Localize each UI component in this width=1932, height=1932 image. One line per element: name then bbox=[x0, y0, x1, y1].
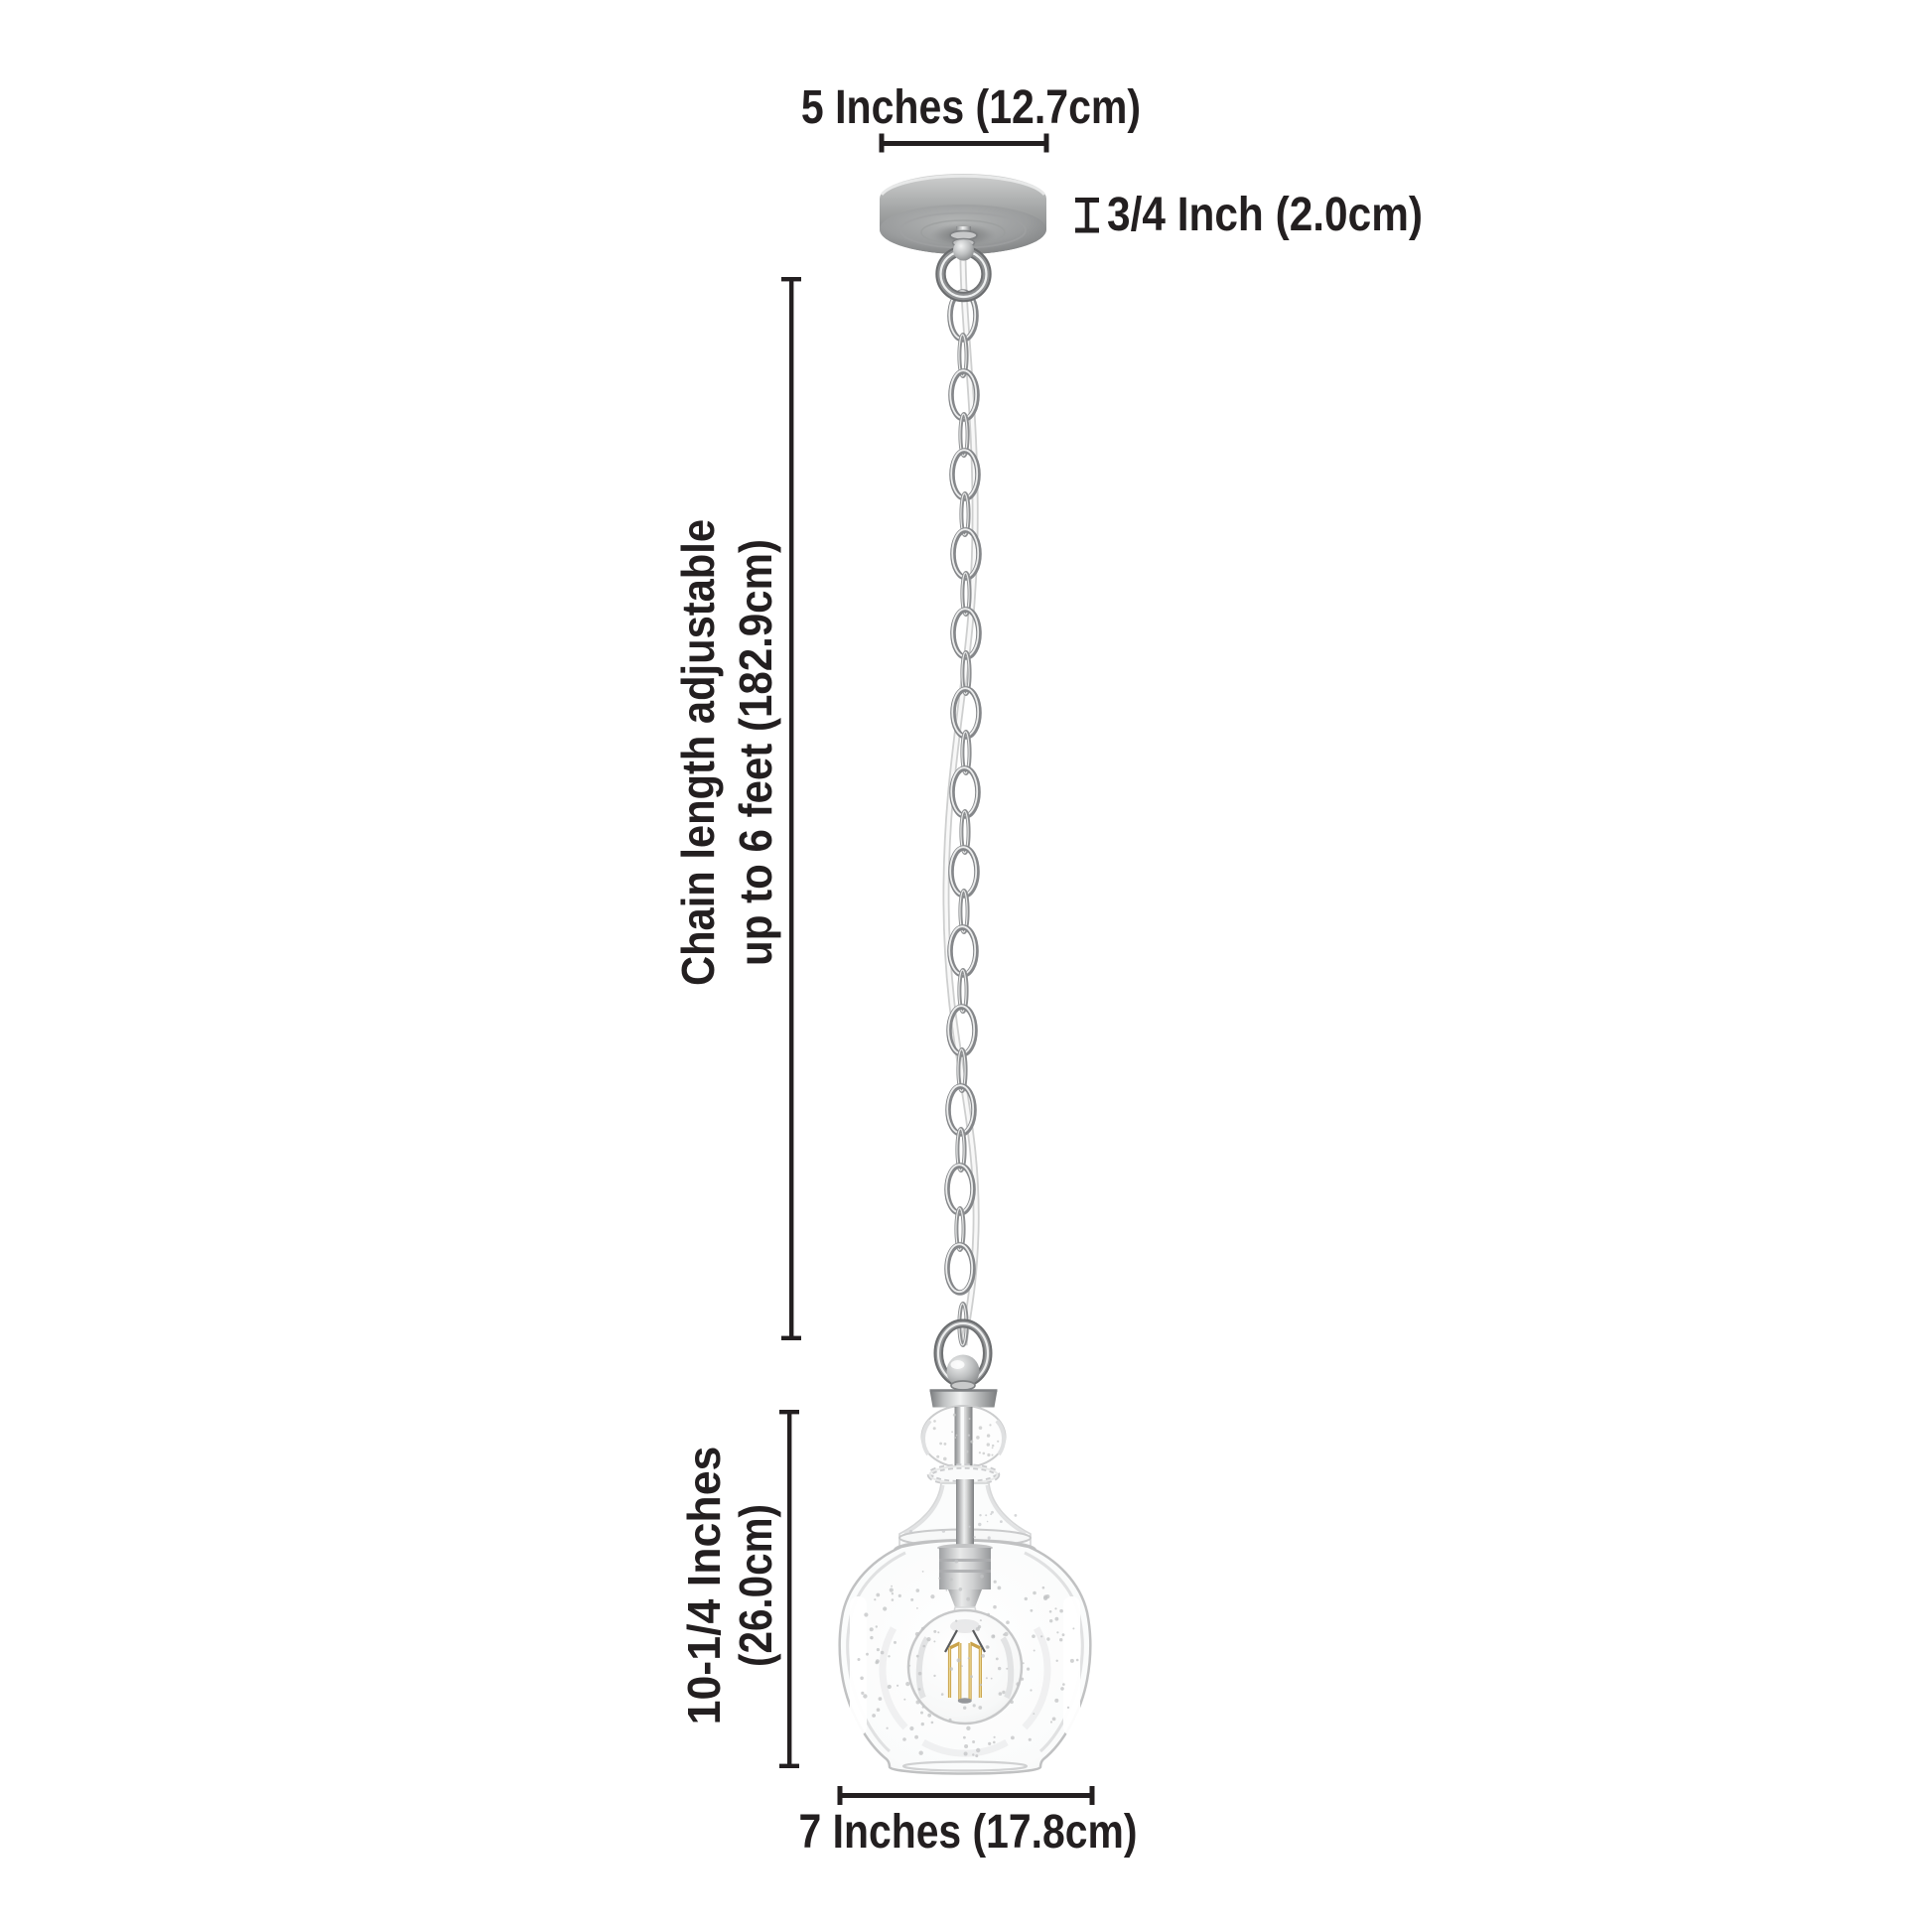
canopy-width-label: 5 Inches (12.7cm) bbox=[800, 81, 1142, 134]
chain-length-label-line1: Chain length adjustable bbox=[672, 518, 724, 987]
shade-height-label-line2: (26.0cm) bbox=[729, 1504, 781, 1667]
shade-height-label: 10-1/4 Inches (26.0cm) bbox=[678, 1443, 781, 1729]
shade-width-label: 7 Inches (17.8cm) bbox=[798, 1806, 1138, 1859]
power-cord bbox=[942, 252, 980, 1346]
bulb-socket bbox=[937, 1479, 993, 1607]
chain-length-label-line2: up to 6 feet (182.9cm) bbox=[730, 539, 781, 966]
canopy-height-dim bbox=[1075, 198, 1099, 233]
seeded-glass-speckles bbox=[857, 1413, 1079, 1758]
shade-width-dim bbox=[837, 1786, 1095, 1805]
ceiling-canopy bbox=[880, 174, 1046, 303]
bulb-filament bbox=[947, 1641, 982, 1700]
chain-length-label: Chain length adjustable up to 6 feet (18… bbox=[669, 495, 784, 1011]
canopy-height-label: 3/4 Inch (2.0cm) bbox=[1107, 189, 1424, 241]
shade-cap bbox=[929, 1389, 998, 1408]
pendant-shade-assembly bbox=[838, 1318, 1092, 1775]
shade-height-dim bbox=[779, 1410, 799, 1768]
dimension-marks bbox=[779, 133, 1099, 1805]
chain-length-dim bbox=[781, 277, 801, 1340]
glass-ball bbox=[920, 1405, 1007, 1469]
canopy-ball bbox=[953, 239, 974, 261]
shade-height-label-line1: 10-1/4 Inches bbox=[677, 1446, 730, 1725]
canopy-width-dim bbox=[879, 133, 1049, 153]
